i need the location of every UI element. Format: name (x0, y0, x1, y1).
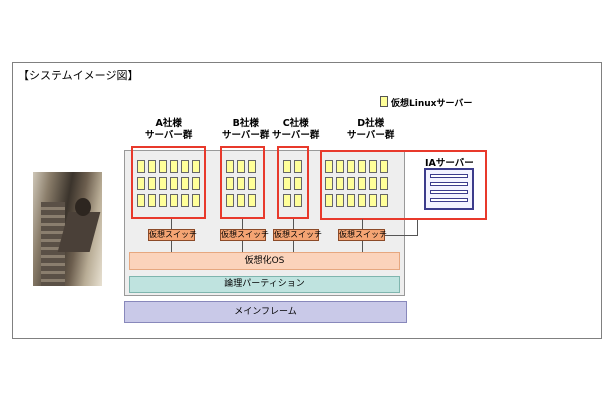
virtual-switch-b: 仮想スイッチ (220, 229, 269, 241)
linux-server-cell (358, 194, 366, 207)
group-label-line: サーバー群 (222, 130, 270, 141)
linux-server-cell (294, 194, 302, 207)
diagram-title: 【システムイメージ図】 (18, 69, 139, 82)
linux-server-cell (170, 160, 178, 173)
group-label-line: D社様 (357, 118, 385, 129)
group-label-c: C社様サーバー群 (272, 118, 319, 142)
linux-server-cell (283, 160, 291, 173)
linux-server-cell (226, 177, 234, 190)
linux-server-cell (181, 177, 189, 190)
linux-server-cell (159, 194, 167, 207)
linux-server-cell (181, 194, 189, 207)
linux-server-cell (358, 177, 366, 190)
group-label-line: サーバー群 (272, 130, 320, 141)
linux-server-cell (237, 194, 245, 207)
legend-label: 仮想Linuxサーバー (391, 99, 473, 109)
ia-server-label: IAサーバー (425, 158, 474, 169)
linux-server-cell (148, 160, 156, 173)
linux-server-cell (369, 194, 377, 207)
group-label-line: B社様 (232, 118, 259, 129)
linux-server-cell (192, 177, 200, 190)
linux-server-cell (369, 177, 377, 190)
linux-server-cell (148, 177, 156, 190)
group-c-highlight (277, 146, 309, 219)
group-a-highlight (131, 146, 206, 219)
linux-server-cell (137, 160, 145, 173)
linux-server-cell (380, 194, 388, 207)
linux-server-cell (347, 194, 355, 207)
virtual-os-layer: 仮想化OS (129, 252, 400, 270)
legend-swatch (380, 96, 388, 107)
linux-server-cell (192, 194, 200, 207)
linux-server-cell (181, 160, 189, 173)
linux-server-cell (192, 160, 200, 173)
diagram-frame (12, 62, 602, 339)
linux-server-cell (148, 194, 156, 207)
linux-server-cell (358, 160, 366, 173)
linux-server-cell (237, 160, 245, 173)
linux-server-cell (283, 177, 291, 190)
linux-server-cell (248, 194, 256, 207)
linux-server-cell (294, 160, 302, 173)
linux-server-cell (347, 177, 355, 190)
linux-server-cell (325, 160, 333, 173)
linux-server-cell (248, 177, 256, 190)
linux-server-cell (137, 177, 145, 190)
linux-server-cell (336, 160, 344, 173)
group-b-highlight (220, 146, 265, 219)
linux-server-cell (226, 160, 234, 173)
linux-server-cell (226, 194, 234, 207)
linux-server-cell (380, 177, 388, 190)
linux-server-cell (336, 177, 344, 190)
virtual-switch-d: 仮想スイッチ (338, 229, 387, 241)
linux-server-cell (336, 194, 344, 207)
linux-server-cell (248, 160, 256, 173)
linux-server-cell (137, 194, 145, 207)
group-label-line: サーバー群 (145, 130, 193, 141)
linux-server-cell (380, 160, 388, 173)
group-label-b: B社様サーバー群 (222, 118, 269, 142)
linux-server-cell (159, 160, 167, 173)
linux-server-cell (325, 194, 333, 207)
linux-server-cell (347, 160, 355, 173)
group-label-line: A社様 (155, 118, 182, 129)
technician-photo (33, 172, 102, 286)
linux-server-cell (237, 177, 245, 190)
ia-server-box (424, 168, 474, 210)
linux-server-cell (170, 194, 178, 207)
linux-server-cell (325, 177, 333, 190)
virtual-switch-a: 仮想スイッチ (148, 229, 197, 241)
linux-server-cell (159, 177, 167, 190)
group-label-line: サーバー群 (347, 130, 395, 141)
linux-server-cell (369, 160, 377, 173)
mainframe-layer: メインフレーム (124, 301, 407, 323)
logical-partition-layer: 論理パーティション (129, 276, 400, 293)
group-label-a: A社様サーバー群 (145, 118, 192, 142)
virtual-switch-c: 仮想スイッチ (273, 229, 322, 241)
linux-server-cell (283, 194, 291, 207)
group-label-d: D社様サーバー群 (347, 118, 394, 142)
linux-server-cell (294, 177, 302, 190)
linux-server-cell (170, 177, 178, 190)
group-label-line: C社様 (282, 118, 309, 129)
group-d-ia-highlight (320, 150, 487, 220)
